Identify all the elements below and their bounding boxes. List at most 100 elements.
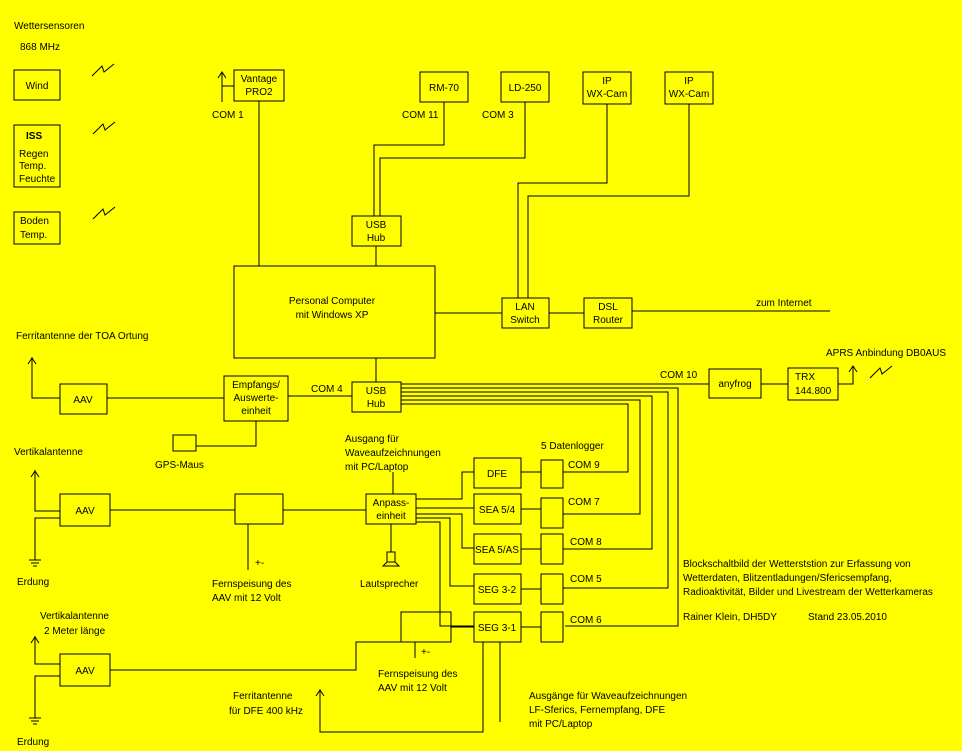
trx-antenna [838,366,854,385]
aav-1-box [59,383,108,415]
fern-2-line-2: AAV mit 12 Volt [378,683,447,694]
ld250-label: LD-250 [509,83,542,94]
radio-link-icon [92,206,116,220]
logger-5-box [540,611,564,643]
port-com9: COM 9 [568,460,600,471]
block-line-2: Wetterdaten, Blitzentladungen/Sfericsemp… [683,573,892,584]
vertikal-1-label: Vertikalantenne [14,447,83,458]
sea5as-label: SEA 5/AS [475,545,519,556]
aav3-fern-line [110,641,401,671]
vertikal-1-antenna [34,470,60,512]
empfangs-line-3: einheit [241,406,271,417]
aprs-label: APRS Anbindung DB0AUS [826,348,946,359]
seg32-label: SEG 3-2 [478,585,517,596]
sensors-frequency: 868 MHz [20,42,60,53]
anpass-line-2: einheit [376,511,406,522]
iss-title: ISS [26,131,42,142]
ferrit-dfe-line-2: für DFE 400 kHz [229,706,303,717]
aav-1-label: AAV [73,395,93,406]
antenna-icon [217,71,227,86]
empfangs-line-1: Empfangs/ [232,380,280,391]
logger-3-box [540,533,564,565]
hub-com9-line [401,403,629,473]
anpass-seg32-line [416,517,474,587]
author-label: Rainer Klein, DH5DY [683,612,777,623]
wind-sensor-label: Wind [26,81,49,92]
ip-cam-2-line-2: WX-Cam [669,89,710,100]
ausgang-pc-line-3: mit PC/Laptop [345,462,409,473]
ferrit-dfe-line [319,642,484,733]
antenna-icon [27,357,37,365]
port-com1: COM 1 [212,110,244,121]
pc-line-2: mit Windows XP [296,310,369,321]
logger-4-box [540,573,564,605]
usb-hub-bottom-line-2: Hub [367,399,386,410]
fern-1-line-2: AAV mit 12 Volt [212,593,281,604]
vantage-line-1: Vantage [241,74,278,85]
rm70-label: RM-70 [429,83,459,94]
anpass-line-1: Anpass- [373,498,410,509]
empfang-gps-line [196,421,257,447]
boden-sensor-box [13,211,61,245]
anpass-seg31-line [416,521,474,627]
port-com11: COM 11 [402,110,439,121]
ground-icon [29,559,41,567]
dsl-router-box [583,297,633,329]
erdung-2-line [34,675,60,718]
ausgaenge-line-2: LF-Sferics, Fernempfang, DFE [529,705,665,716]
port-com4: COM 4 [311,384,343,395]
radio-link-icon [91,63,115,77]
anpass-dfe-line [416,471,474,500]
lautsprecher-label: Lautsprecher [360,579,419,590]
rm70-hub-line [373,102,445,216]
hub-com7-line [401,399,641,515]
iss-line-temp: Temp. [19,161,46,172]
pc-box [233,265,436,359]
port-com8: COM 8 [570,537,602,548]
vantage-line-2: PRO2 [245,87,273,98]
ausgang-pc-line-1: Ausgang für [345,434,400,445]
meter-2-label: 2 Meter länge [44,626,106,637]
seg31-label: SEG 3-1 [478,623,517,634]
port-com6: COM 6 [570,615,602,626]
iss-sensor-box [13,124,61,188]
ausgaenge-line-1: Ausgänge für Waveaufzeichnungen [529,691,687,702]
hub-com8-line [401,395,653,550]
gps-maus-label: GPS-Maus [155,460,204,471]
ausgaenge-line-3: mit PC/Laptop [529,719,593,730]
hub-com5-line [401,391,669,589]
usb-hub-top-line-2: Hub [367,233,386,244]
usb-hub-top-line-1: USB [366,220,387,231]
dsl-router-line-2: Router [593,315,624,326]
antenna-icon [315,689,325,697]
block-line-1: Blockschaltbild der Wetterststion zur Er… [683,559,911,570]
erdung-1-line [34,517,60,560]
date-label: Stand 23.05.2010 [808,612,887,623]
ip-cam-1-line-2: WX-Cam [587,89,628,100]
usb-hub-bottom-box [351,381,402,413]
boden-line-2: Temp. [20,230,47,241]
port-com3: COM 3 [482,110,514,121]
ferrit-toa-label: Ferritantenne der TOA Ortung [16,331,148,342]
block-line-3: Radioaktivität, Bilder und Livestream de… [683,587,933,598]
gps-maus-box [172,434,197,452]
ferrit-dfe-line-1: Ferritantenne [233,691,293,702]
ip-cam-2-switch-line [527,104,690,298]
internet-label: zum Internet [756,298,812,309]
iss-line-regen: Regen [19,149,48,160]
vertikal-2-label: Vertikalantenne [40,611,109,622]
anyfrog-label: anyfrog [718,379,751,390]
fern-1-line-1: Fernspeisung des [212,579,292,590]
boden-line-1: Boden [20,216,49,227]
pc-line-1: Personal Computer [289,296,376,307]
ferrit-toa-antenna [31,357,60,399]
trx-line-2: 144.800 [795,386,832,397]
aav-2-label: AAV [75,506,95,517]
fern-2-line-1: Fernspeisung des [378,669,458,680]
wind-sensor-box [13,69,61,101]
erdung-2-label: Erdung [17,737,49,748]
dfe-box [473,457,522,489]
antenna-icon [848,365,858,373]
lan-switch-line-2: Switch [510,315,539,326]
empfangs-line-2: Auswerte- [233,393,278,404]
